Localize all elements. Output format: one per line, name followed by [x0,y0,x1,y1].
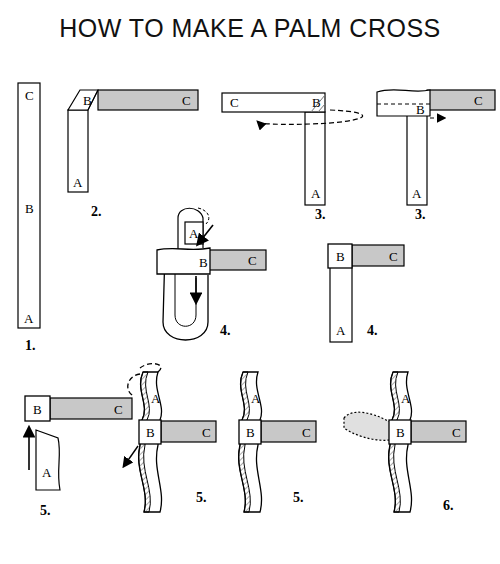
strip-letter: B [312,96,321,109]
strip-letter: A [251,392,260,405]
step-number: 5. [40,504,51,518]
strip-letter: C [302,426,311,439]
step-number: 3. [315,208,326,222]
step-number: 4. [367,324,378,338]
strip-letter: C [202,426,211,439]
strip-letter: C [389,250,398,263]
strip-letter: B [25,202,34,215]
step-number: 5. [293,491,304,505]
strip-letter: C [25,89,34,102]
strip-letter: B [336,250,345,263]
strip-letter: A [73,176,82,189]
strip-letter: C [230,96,239,109]
step-number: 3. [415,208,426,222]
strip-letter: A [24,312,33,325]
strip-letter: B [199,256,208,269]
strip-letter: C [182,94,191,107]
strip-letter: B [396,426,405,439]
strip-letter: A [189,227,198,240]
strip-letter: C [474,94,483,107]
strip-letter: C [452,426,461,439]
strip-letter: A [42,466,51,479]
step-number: 2. [91,205,102,219]
step-number: 1. [25,339,36,353]
strip-letter: B [33,403,42,416]
step-number: 4. [220,324,231,338]
title: HOW TO MAKE A PALM CROSS [0,14,500,43]
strip-letter: A [336,324,345,337]
step-number: 5. [196,491,207,505]
strip-letter: A [311,187,320,200]
step-number: 6. [443,499,454,513]
strip-letter: A [401,392,410,405]
strip-letter: B [146,426,155,439]
strip-letter: B [83,94,92,107]
strip-letter: C [248,254,257,267]
strip-letter: A [412,187,421,200]
strip-letter: A [151,392,160,405]
strip-letter: B [416,103,425,116]
strip-letter: B [246,426,255,439]
strip-letter: C [114,403,123,416]
